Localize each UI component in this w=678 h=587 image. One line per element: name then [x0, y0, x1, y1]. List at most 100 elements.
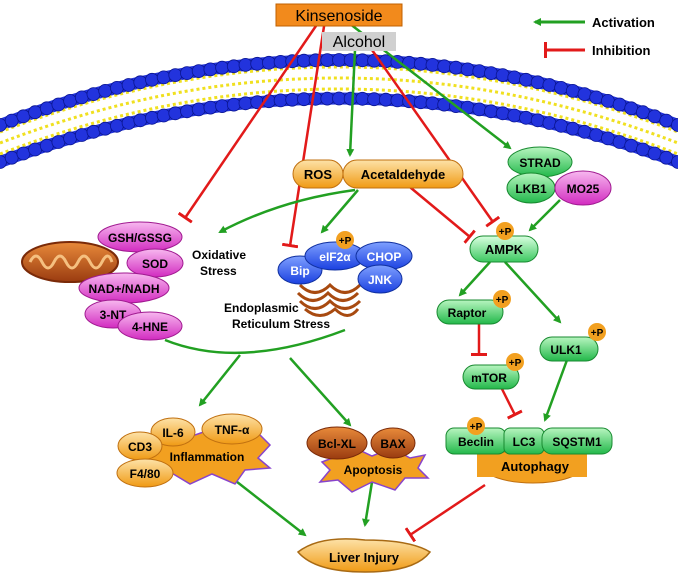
- membrane-bead-outer: [496, 69, 509, 82]
- membrane-bead-outer: [648, 110, 661, 123]
- membrane-bead-outer: [426, 58, 439, 71]
- membrane-bead-outer: [566, 84, 579, 97]
- lc3-node: LC3: [504, 428, 544, 454]
- edge-apoptosis-liver: [365, 482, 372, 525]
- gsh-label: GSH/GSSG: [108, 231, 172, 245]
- membrane-bead-inner: [5, 151, 18, 164]
- er-cluster: Bip eIF2α +P CHOP JNK Endoplasmic Reticu…: [224, 231, 412, 331]
- kinsenoside-label: Kinsenoside: [295, 8, 382, 25]
- nad-label: NAD+/NADH: [88, 282, 159, 296]
- acetaldehyde-node: Acetaldehyde: [343, 160, 463, 188]
- membrane-bead-outer: [134, 76, 147, 89]
- cell-membrane: [0, 54, 678, 169]
- membrane-bead-outer: [169, 69, 182, 82]
- oxidative-label-line2: Stress: [200, 264, 237, 278]
- strad-label: STRAD: [519, 156, 561, 170]
- membrane-bead-outer: [122, 79, 135, 92]
- membrane-bead-inner: [333, 92, 346, 105]
- membrane-bead-outer: [449, 61, 462, 74]
- endoplasmic-reticulum-icon: [298, 285, 360, 316]
- bax-label: BAX: [380, 437, 405, 451]
- membrane-bead-inner: [508, 109, 521, 122]
- membrane-bead-outer: [251, 57, 264, 70]
- sqstm1-label: SQSTM1: [552, 435, 602, 449]
- membrane-bead-outer: [485, 67, 498, 80]
- jnk-label: JNK: [368, 273, 392, 287]
- ampk-phospho: +P: [499, 227, 512, 238]
- edge-kins-er: [290, 20, 325, 246]
- mtor-phospho: +P: [509, 358, 522, 369]
- membrane-bead-outer: [157, 71, 170, 84]
- membrane-bead-inner: [485, 105, 498, 118]
- ulk1-node: ULK1 +P: [540, 323, 606, 361]
- membrane-bead-inner: [660, 151, 673, 164]
- membrane-bead-inner: [601, 132, 614, 145]
- ampk-label: AMPK: [485, 242, 524, 257]
- oxidative-cluster: GSH/GSSG SOD NAD+/NADH 3-NT 4-HNE Oxidat…: [79, 222, 246, 340]
- membrane-bead-inner: [17, 147, 30, 160]
- oxidative-label-line1: Oxidative: [192, 248, 246, 262]
- membrane-bead-inner: [368, 93, 381, 106]
- membrane-bead-outer: [52, 98, 65, 111]
- tnfa-label: TNF-α: [215, 423, 250, 437]
- bip-label: Bip: [290, 264, 309, 278]
- lkb1-node: LKB1: [507, 173, 555, 203]
- membrane-bead-inner: [146, 111, 159, 124]
- membrane-bead-inner: [625, 139, 638, 152]
- membrane-bead-outer: [520, 73, 533, 86]
- membrane-bead-outer: [636, 106, 649, 119]
- f480-label: F4/80: [130, 467, 161, 481]
- membrane-bead-inner: [473, 103, 486, 116]
- inflammation-label: Inflammation: [170, 450, 245, 464]
- membrane-bead-inner: [157, 109, 170, 122]
- membrane-bead-outer: [239, 58, 252, 71]
- membrane-bead-inner: [286, 93, 299, 106]
- membrane-bead-inner: [636, 143, 649, 156]
- membrane-bead-outer: [181, 67, 194, 80]
- ulk1-phospho: +P: [591, 328, 604, 339]
- sod-label: SOD: [142, 257, 168, 271]
- membrane-bead-inner: [578, 125, 591, 138]
- edge-ulk1-lc3: [545, 360, 567, 420]
- edge-ampk-raptor: [460, 262, 490, 295]
- membrane-bead-inner: [356, 92, 369, 105]
- membrane-bead-inner: [239, 97, 252, 110]
- membrane-bead-inner: [531, 114, 544, 127]
- mo25-label: MO25: [567, 182, 600, 196]
- ampk-node: AMPK +P: [470, 222, 538, 262]
- membrane-bead-outer: [29, 106, 42, 119]
- cd3-label: CD3: [128, 440, 152, 454]
- liver-injury-label: Liver Injury: [329, 550, 400, 565]
- beclin-node: Beclin +P: [446, 417, 506, 454]
- membrane-bead-outer: [274, 55, 287, 68]
- membrane-bead-inner: [40, 139, 53, 152]
- membrane-bead-outer: [17, 110, 30, 123]
- membrane-bead-inner: [613, 136, 626, 149]
- edge-acetaldehyde-ampk: [405, 183, 470, 237]
- alcohol-node: Alcohol: [322, 32, 396, 51]
- membrane-bead-inner: [110, 119, 123, 132]
- membrane-bead-inner: [648, 147, 661, 160]
- membrane-bead-outer: [192, 65, 205, 78]
- membrane-bead-inner: [75, 129, 88, 142]
- membrane-bead-outer: [40, 102, 53, 115]
- il6-label: IL-6: [162, 426, 184, 440]
- membrane-bead-outer: [625, 102, 638, 115]
- edge-ampk-ulk1: [505, 262, 560, 322]
- er-label-line1: Endoplasmic: [224, 301, 299, 315]
- hne4-label: 4-HNE: [132, 320, 168, 334]
- beclin-phospho: +P: [470, 422, 483, 433]
- membrane-bead-inner: [227, 98, 240, 111]
- membrane-bead-inner: [543, 117, 556, 130]
- chop-label: CHOP: [367, 250, 402, 264]
- mtor-node: mTOR +P: [463, 353, 524, 389]
- liver-injury-node: Liver Injury: [298, 539, 430, 572]
- membrane-bead-inner: [52, 136, 65, 149]
- strad-node: STRAD: [508, 147, 572, 177]
- membrane-bead-outer: [438, 60, 451, 73]
- edge-autophagy-liver: [410, 485, 485, 535]
- raptor-node: Raptor +P: [437, 290, 511, 324]
- apoptosis-cluster: Apoptosis Bcl-XL BAX: [307, 427, 428, 492]
- ros-node: ROS: [293, 160, 343, 188]
